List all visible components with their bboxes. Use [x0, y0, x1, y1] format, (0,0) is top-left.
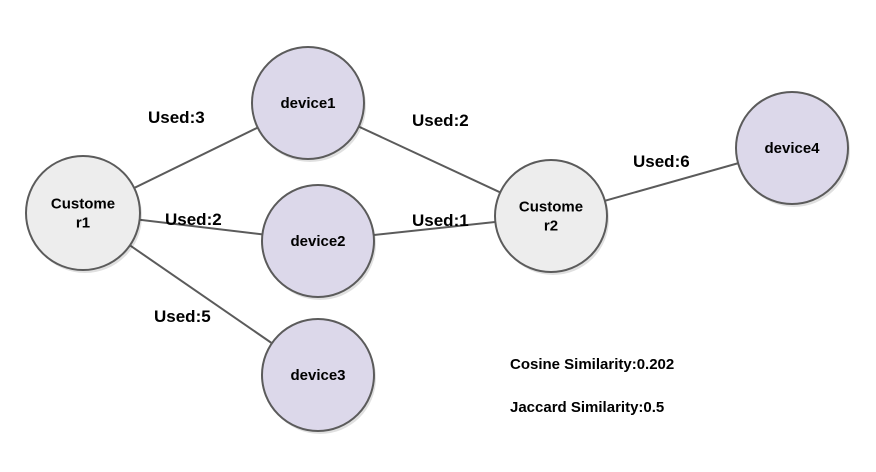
- node-customer2: Custome r2: [494, 159, 609, 275]
- node-circle-customer1: [25, 155, 141, 271]
- metrics-panel: Cosine Similarity:0.202 Jaccard Similari…: [510, 356, 674, 416]
- node-circle-device3: [261, 318, 375, 432]
- node-label-device4: device4: [764, 140, 820, 157]
- edge-label-c1-d3: Used:5: [154, 307, 211, 326]
- node-label-customer1: Custome r1: [51, 196, 115, 232]
- edge-label-d1-c2: Used:2: [412, 111, 469, 130]
- edge-label-c1-d1: Used:3: [148, 108, 205, 127]
- node-label-line: Custome: [519, 199, 583, 216]
- edge-label-c2-d4: Used:6: [633, 152, 690, 171]
- cosine-similarity-text: Cosine Similarity:0.202: [510, 356, 674, 373]
- node-circle-device4: [735, 91, 849, 205]
- node-device4: device4: [735, 91, 850, 207]
- edge-label-d2-c2: Used:1: [412, 211, 469, 230]
- node-label-device1: device1: [280, 95, 335, 112]
- node-circle-device1: [251, 46, 365, 160]
- node-label-line: r2: [544, 218, 558, 235]
- edge-label-c1-d2: Used:2: [165, 210, 222, 229]
- node-customer1: Custome r1: [25, 155, 142, 273]
- node-device2: device2: [261, 184, 376, 300]
- node-label-line: device2: [290, 233, 345, 250]
- node-label-device2: device2: [290, 233, 345, 250]
- nodes-layer: Custome r1 Custome r2 device1 device2 device3 d…: [25, 46, 850, 434]
- node-device3: device3: [261, 318, 376, 434]
- node-circle-device2: [261, 184, 375, 298]
- jaccard-similarity-text: Jaccard Similarity:0.5: [510, 399, 664, 416]
- node-label-line: r1: [76, 215, 90, 232]
- node-label-customer2: Custome r2: [519, 199, 583, 235]
- node-device1: device1: [251, 46, 366, 162]
- node-label-line: Custome: [51, 196, 115, 213]
- node-label-device3: device3: [290, 367, 345, 384]
- node-label-line: device1: [280, 95, 335, 112]
- node-label-line: device4: [764, 140, 820, 157]
- node-circle-customer2: [494, 159, 608, 273]
- node-label-line: device3: [290, 367, 345, 384]
- edges-layer: [82, 102, 793, 376]
